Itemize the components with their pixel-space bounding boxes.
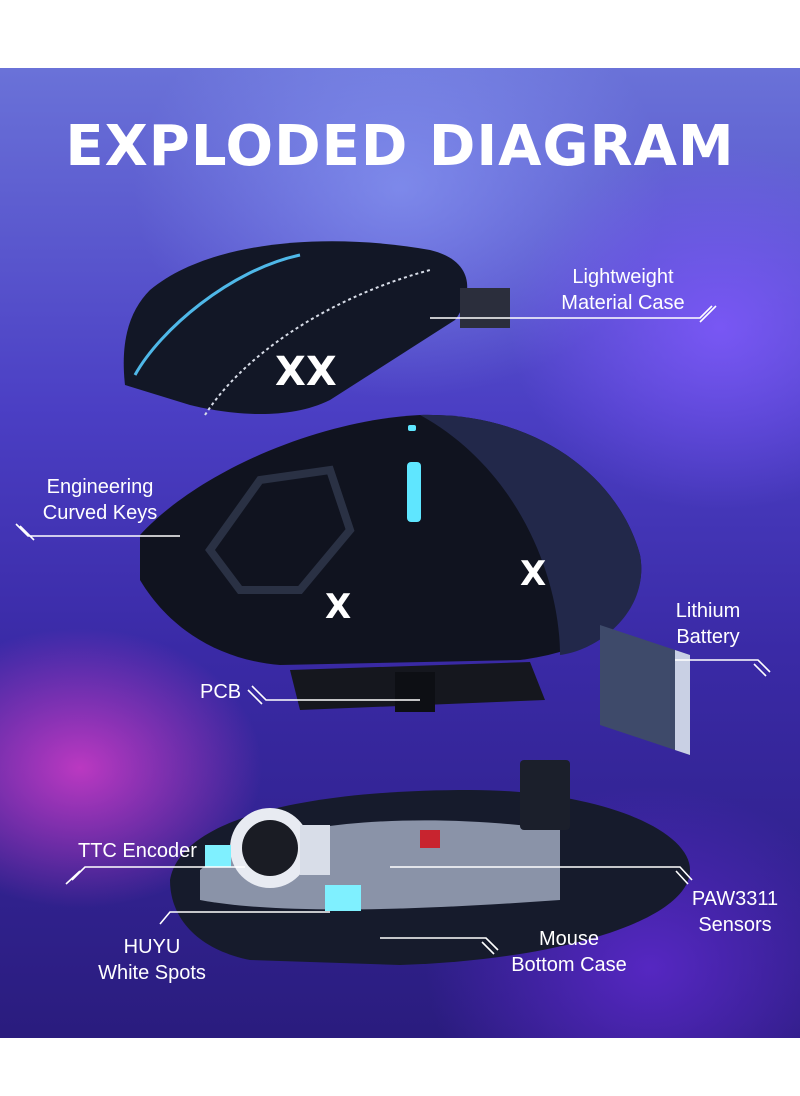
svg-text:X: X	[520, 554, 546, 594]
label-lithium-battery: Lithium Battery	[664, 598, 752, 650]
main-shell-part: X X	[140, 414, 642, 665]
svg-text:X: X	[325, 587, 351, 627]
label-encoder-text: TTC Encoder	[78, 840, 197, 862]
label-case-line2: Material Case	[561, 292, 685, 314]
label-case-line1: Lightweight	[572, 266, 674, 288]
label-material-case: Lightweight Material Case	[548, 264, 698, 316]
label-white-spots: HUYU White Spots	[92, 934, 212, 986]
top-case-part: XX	[123, 241, 510, 416]
pcb-part	[290, 662, 545, 712]
label-ttc-encoder: TTC Encoder	[78, 838, 197, 864]
label-spots-line1: HUYU	[123, 936, 181, 958]
page-title: EXPLODED DIAGRAM	[65, 114, 735, 179]
label-keys-line2: Curved Keys	[42, 502, 158, 524]
label-pcb: PCB	[200, 679, 241, 705]
bottom-case-part	[170, 760, 690, 965]
leader-lines	[15, 305, 771, 955]
label-bottom-line2: Bottom Case	[511, 954, 627, 976]
battery-part	[600, 625, 690, 755]
label-paw-sensor: PAW3311 Sensors	[684, 886, 786, 938]
svg-text:XX: XX	[275, 349, 337, 395]
label-sensor-line2: Sensors	[698, 914, 772, 936]
label-spots-line2: White Spots	[98, 962, 206, 984]
label-keys-line1: Engineering	[46, 476, 154, 498]
label-curved-keys: Engineering Curved Keys	[36, 474, 164, 526]
label-sensor-line1: PAW3311	[691, 888, 779, 910]
label-bottom-line1: Mouse	[538, 928, 600, 950]
label-battery-line1: Lithium	[675, 600, 741, 622]
label-bottom-case: Mouse Bottom Case	[504, 926, 634, 978]
label-pcb-text: PCB	[200, 681, 242, 703]
label-battery-line2: Battery	[676, 626, 740, 648]
